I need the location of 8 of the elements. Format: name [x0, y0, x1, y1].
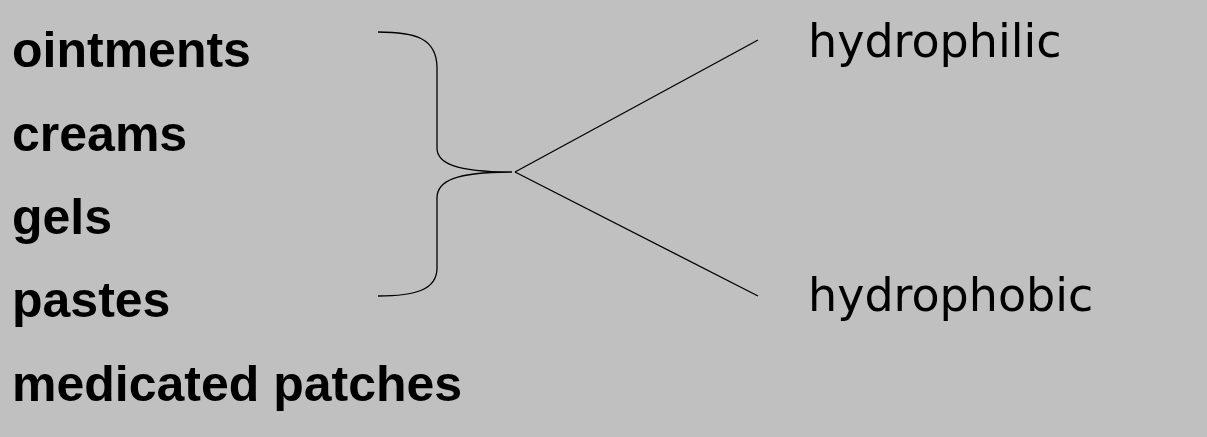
item-label: medicated patches: [12, 359, 463, 409]
item-label: ointments: [12, 25, 251, 75]
item-label: pastes: [12, 275, 171, 325]
item-label: creams: [12, 109, 188, 159]
connector-line: [514, 39, 759, 173]
item-label: gels: [12, 192, 113, 242]
connector-line: [514, 171, 759, 297]
curly-bracket: [375, 28, 515, 300]
